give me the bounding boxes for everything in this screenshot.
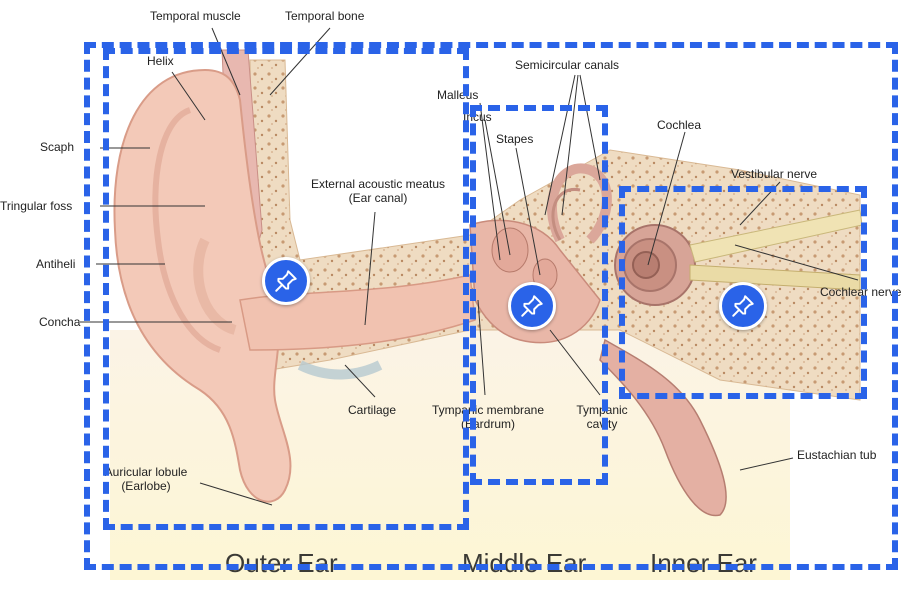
pushpin-icon (273, 268, 299, 294)
pin-button-middle-ear[interactable] (508, 282, 556, 330)
label-scapha: Scaph (40, 140, 74, 154)
label-antihelix: Antiheli (36, 257, 75, 271)
label-temporal-muscle: Temporal muscle (150, 9, 241, 23)
pin-button-outer-ear[interactable] (262, 257, 310, 305)
label-triangular-fossa: Tringular foss (0, 199, 72, 213)
label-concha: Concha (39, 315, 80, 329)
pushpin-icon (519, 293, 545, 319)
pushpin-icon (730, 293, 756, 319)
pin-button-inner-ear[interactable] (719, 282, 767, 330)
label-temporal-bone: Temporal bone (285, 9, 364, 23)
